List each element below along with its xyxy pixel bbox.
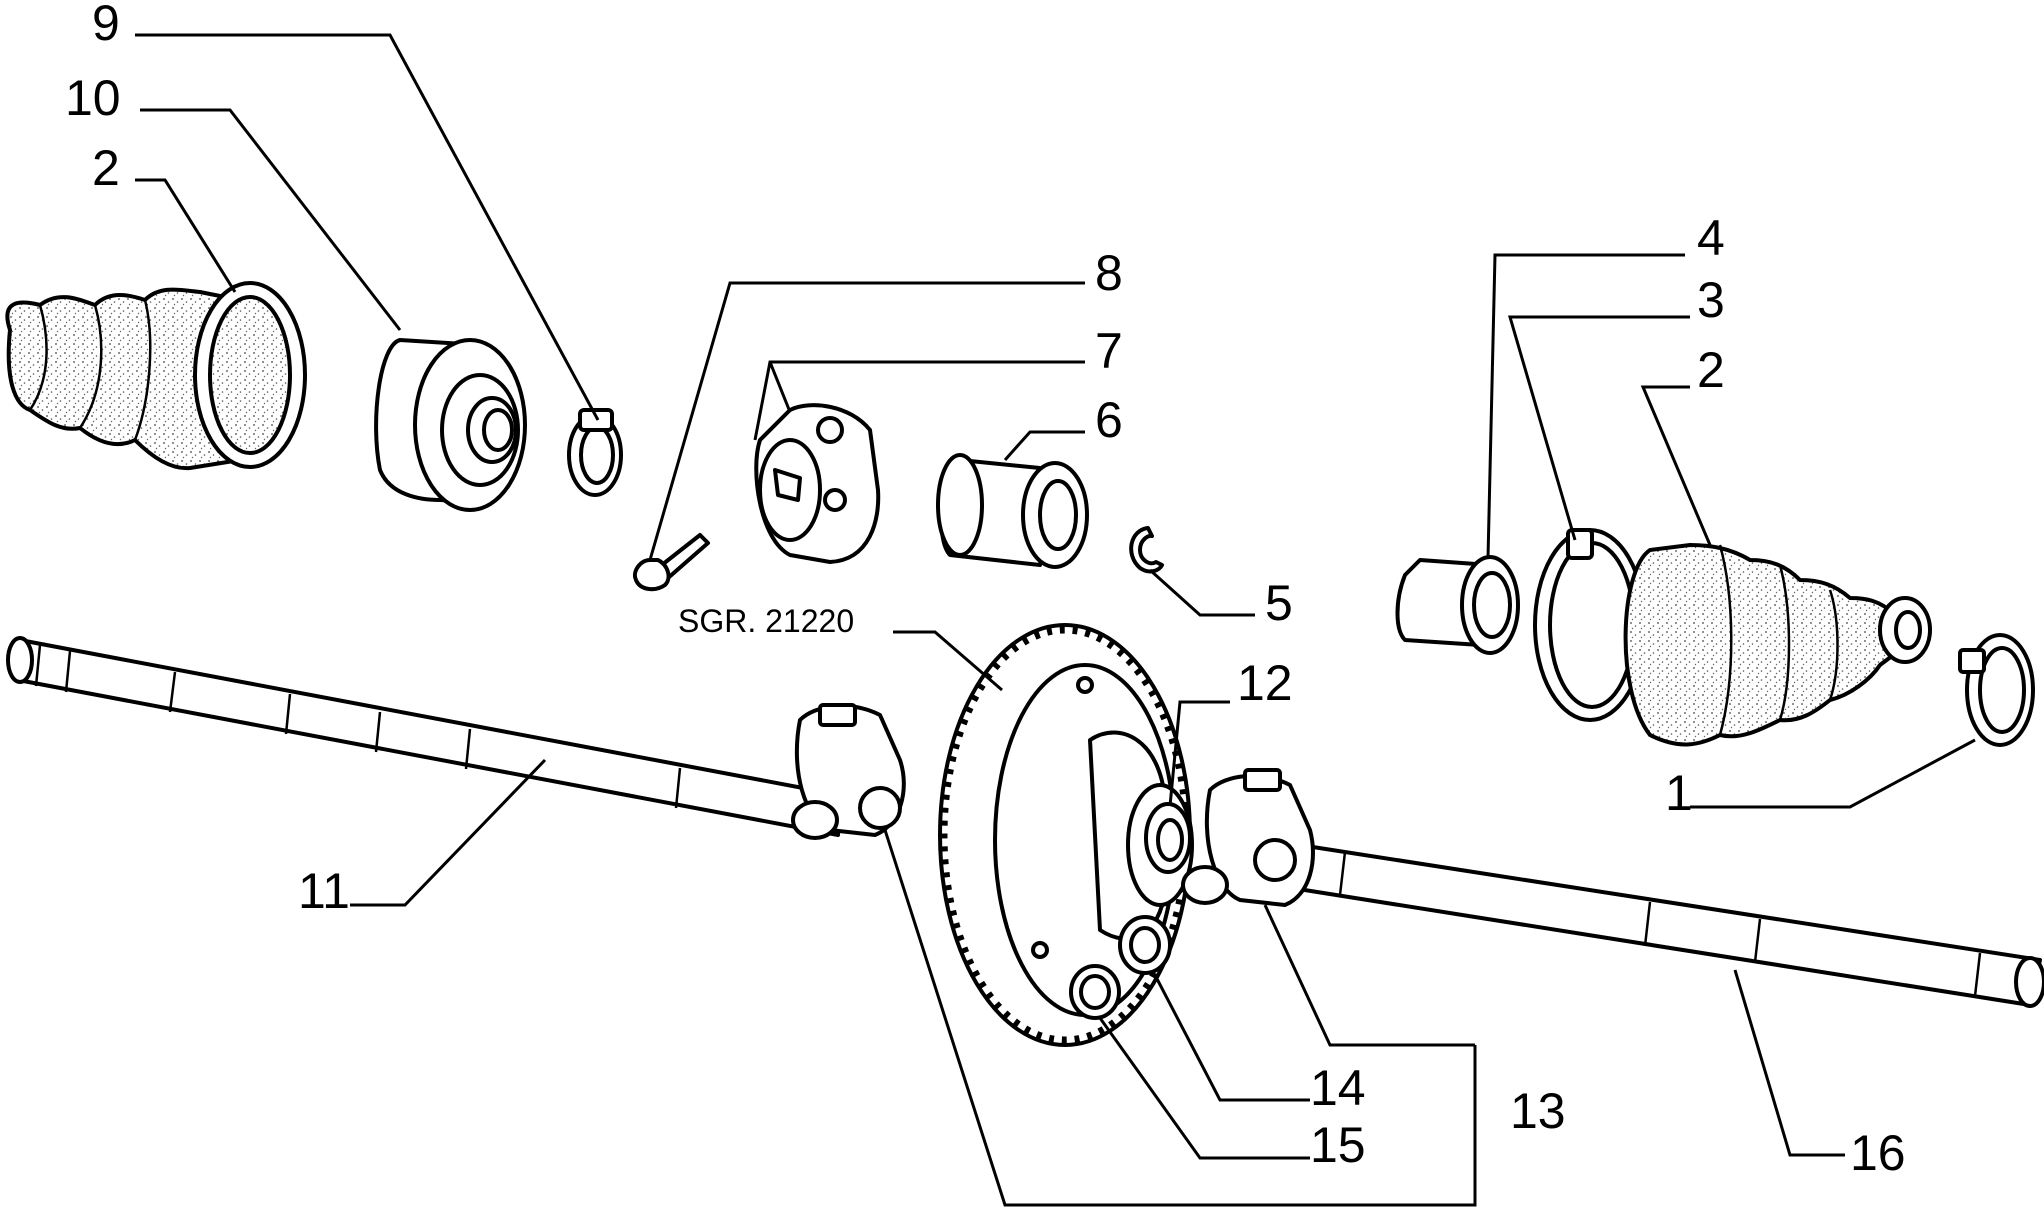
label-2-right: 2	[1697, 342, 1725, 398]
leader-1	[1690, 738, 1976, 809]
label-3: 3	[1697, 272, 1725, 328]
label-12: 12	[1237, 655, 1293, 711]
bolt-part	[633, 533, 710, 592]
leader-7b	[768, 361, 792, 413]
leader-15	[1098, 1017, 1310, 1160]
left-axle-shaft-part	[6, 636, 842, 837]
label-8: 8	[1095, 245, 1123, 301]
clamp-right-part	[1958, 633, 2035, 747]
label-7: 7	[1095, 323, 1123, 379]
ring-14-part	[1118, 915, 1172, 975]
label-reference: SGR. 21220	[678, 603, 854, 639]
label-5: 5	[1265, 575, 1293, 631]
leader-13	[883, 829, 1477, 1207]
label-13: 13	[1510, 1083, 1566, 1139]
label-16: 16	[1850, 1125, 1906, 1181]
tripod-housing-part	[374, 338, 527, 512]
leader-sgr	[893, 630, 1003, 692]
label-14: 14	[1310, 1060, 1366, 1116]
callout-labels: 9 10 2 8 7 6 5 SGR. 21220 12 11 4 3 2 1 …	[65, 0, 1906, 1181]
large-clamp-band-part	[1533, 528, 1647, 722]
leader-5	[1148, 568, 1255, 617]
leader-2-left	[135, 178, 237, 293]
label-2-left: 2	[92, 140, 120, 196]
leader-16	[1733, 969, 1845, 1157]
leader-3	[1508, 315, 1690, 541]
label-10: 10	[65, 70, 121, 126]
label-1: 1	[1665, 765, 1693, 821]
clamp-small-part	[567, 408, 623, 497]
side-gear-right-part	[1181, 768, 1315, 907]
right-axle-shaft-part	[1290, 843, 2044, 1008]
leader-6	[1003, 430, 1085, 461]
label-15: 15	[1310, 1117, 1366, 1173]
label-6: 6	[1095, 392, 1123, 448]
leader-9	[135, 33, 600, 421]
leader-10	[140, 108, 402, 331]
leader-4	[1486, 253, 1685, 559]
leader-8	[648, 281, 1085, 561]
leader-2-right	[1640, 385, 1712, 546]
inner-joint-cup-part	[1395, 555, 1520, 655]
leader-lines	[135, 33, 1976, 1207]
label-11: 11	[298, 863, 350, 919]
label-9: 9	[92, 0, 120, 51]
ring-15-part	[1069, 964, 1121, 1020]
leader-14	[1153, 974, 1310, 1102]
label-4: 4	[1697, 210, 1725, 266]
leader-11	[350, 758, 547, 907]
boot-right-part	[1623, 543, 1932, 747]
leader-12	[1168, 700, 1230, 807]
tripod-cross-part	[754, 403, 881, 564]
boot-left-part	[5, 281, 307, 471]
roller-bearing-part	[936, 453, 1089, 569]
thrust-washer-part	[1144, 802, 1192, 874]
circlip-part	[1129, 526, 1164, 574]
leader-13-link	[1263, 904, 1475, 1047]
side-gear-left-part	[791, 703, 906, 840]
